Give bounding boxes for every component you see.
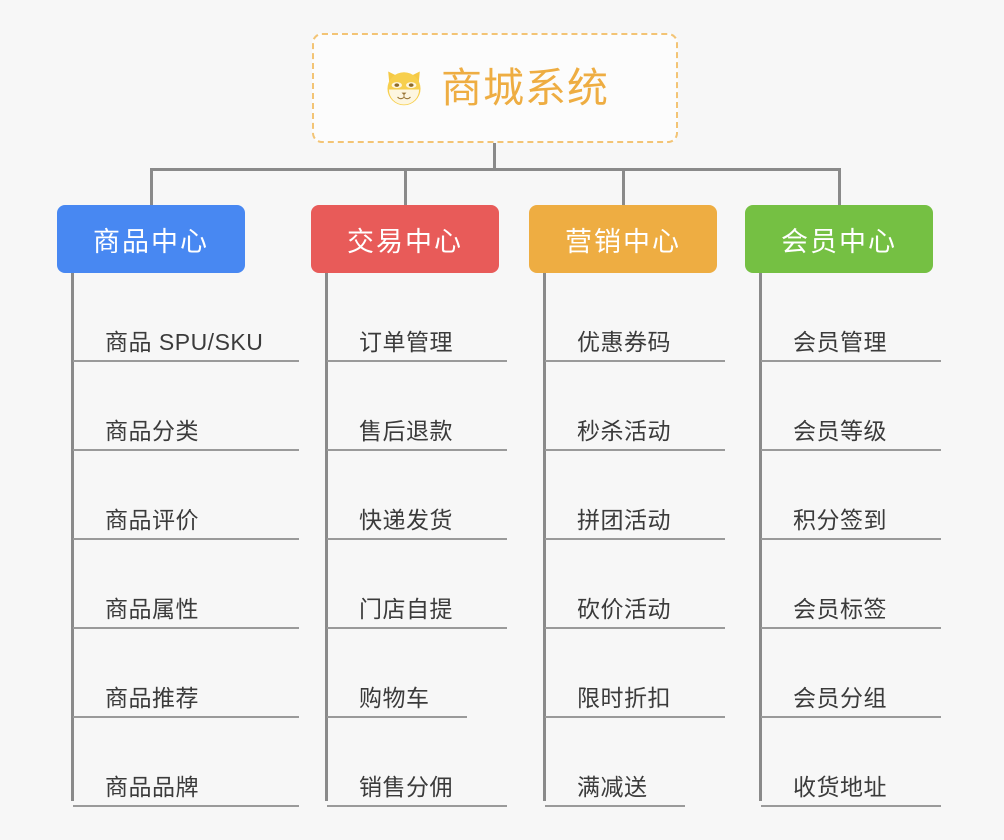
- leaf-label: 订单管理: [359, 328, 453, 355]
- leaf-list-shangpin: 商品 SPU/SKU 商品分类 商品评价 商品属性 商品推荐 商品品牌: [57, 273, 299, 807]
- leaf-item[interactable]: 销售分佣: [327, 718, 507, 807]
- leaf-label: 收货地址: [793, 773, 887, 800]
- shiba-dog-face-icon: [381, 65, 427, 111]
- category-label: 交易中心: [347, 226, 463, 257]
- connector-root-stem: [493, 143, 496, 170]
- leaf-item[interactable]: 订单管理: [327, 273, 507, 362]
- leaf-item[interactable]: 商品品牌: [73, 718, 299, 807]
- leaf-item[interactable]: 优惠券码: [545, 273, 725, 362]
- category-header-jiaoyi[interactable]: 交易中心: [311, 205, 499, 273]
- leaf-label: 商品分类: [105, 417, 199, 444]
- leaf-item[interactable]: 商品分类: [73, 362, 299, 451]
- category-header-huiyuan[interactable]: 会员中心: [745, 205, 933, 273]
- category-column-shangpin: 商品中心 商品 SPU/SKU 商品分类 商品评价 商品属性 商品推荐 商品品牌: [57, 205, 299, 807]
- leaf-label: 积分签到: [793, 506, 887, 533]
- root-title: 商城系统: [441, 64, 609, 111]
- connector-drop-2: [404, 168, 407, 208]
- leaf-label: 销售分佣: [359, 773, 453, 800]
- leaf-item[interactable]: 会员管理: [761, 273, 941, 362]
- leaf-label: 会员分组: [793, 684, 887, 711]
- leaf-label: 会员等级: [793, 417, 887, 444]
- leaf-label: 商品品牌: [105, 773, 199, 800]
- connector-spine: [759, 273, 762, 801]
- category-label: 营销中心: [565, 226, 681, 257]
- leaf-item[interactable]: 售后退款: [327, 362, 507, 451]
- leaf-label: 会员标签: [793, 595, 887, 622]
- category-header-shangpin[interactable]: 商品中心: [57, 205, 245, 273]
- root-node[interactable]: 商城系统: [312, 33, 678, 143]
- leaf-label: 优惠券码: [577, 328, 671, 355]
- leaf-item[interactable]: 商品评价: [73, 451, 299, 540]
- leaf-item[interactable]: 拼团活动: [545, 451, 725, 540]
- leaf-item[interactable]: 砍价活动: [545, 540, 725, 629]
- leaf-item[interactable]: 会员等级: [761, 362, 941, 451]
- leaf-list-yingxiao: 优惠券码 秒杀活动 拼团活动 砍价活动 限时折扣 满减送: [529, 273, 725, 807]
- connector-spine: [543, 273, 546, 801]
- leaf-label: 限时折扣: [577, 684, 671, 711]
- category-column-jiaoyi: 交易中心 订单管理 售后退款 快递发货 门店自提 购物车 销售分佣: [311, 205, 507, 807]
- leaf-list-jiaoyi: 订单管理 售后退款 快递发货 门店自提 购物车 销售分佣: [311, 273, 507, 807]
- leaf-label: 快递发货: [359, 506, 453, 533]
- category-header-yingxiao[interactable]: 营销中心: [529, 205, 717, 273]
- leaf-label: 商品评价: [105, 506, 199, 533]
- leaf-list-huiyuan: 会员管理 会员等级 积分签到 会员标签 会员分组 收货地址: [745, 273, 941, 807]
- leaf-label: 拼团活动: [577, 506, 671, 533]
- category-column-yingxiao: 营销中心 优惠券码 秒杀活动 拼团活动 砍价活动 限时折扣 满减送: [529, 205, 725, 807]
- leaf-label: 秒杀活动: [577, 417, 671, 444]
- leaf-item[interactable]: 商品推荐: [73, 629, 299, 718]
- leaf-item[interactable]: 会员分组: [761, 629, 941, 718]
- leaf-label: 商品 SPU/SKU: [105, 328, 264, 355]
- leaf-item[interactable]: 商品 SPU/SKU: [73, 273, 299, 362]
- leaf-item[interactable]: 快递发货: [327, 451, 507, 540]
- leaf-label: 购物车: [359, 684, 430, 711]
- leaf-item[interactable]: 限时折扣: [545, 629, 725, 718]
- leaf-item[interactable]: 收货地址: [761, 718, 941, 807]
- leaf-label: 满减送: [577, 773, 648, 800]
- leaf-item[interactable]: 秒杀活动: [545, 362, 725, 451]
- leaf-item[interactable]: 门店自提: [327, 540, 507, 629]
- leaf-item[interactable]: 商品属性: [73, 540, 299, 629]
- leaf-label: 门店自提: [359, 595, 453, 622]
- category-label: 商品中心: [93, 226, 209, 257]
- leaf-label: 商品推荐: [105, 684, 199, 711]
- connector-drop-1: [150, 168, 153, 208]
- leaf-label: 售后退款: [359, 417, 453, 444]
- connector-horizontal-bus: [150, 168, 840, 171]
- leaf-item[interactable]: 购物车: [327, 629, 467, 718]
- category-column-huiyuan: 会员中心 会员管理 会员等级 积分签到 会员标签 会员分组 收货地址: [745, 205, 941, 807]
- leaf-label: 商品属性: [105, 595, 199, 622]
- connector-spine: [71, 273, 74, 801]
- category-label: 会员中心: [781, 226, 897, 257]
- connector-drop-4: [838, 168, 841, 208]
- leaf-item[interactable]: 会员标签: [761, 540, 941, 629]
- leaf-label: 砍价活动: [577, 595, 671, 622]
- connector-spine: [325, 273, 328, 801]
- leaf-label: 会员管理: [793, 328, 887, 355]
- leaf-item[interactable]: 满减送: [545, 718, 685, 807]
- leaf-item[interactable]: 积分签到: [761, 451, 941, 540]
- connector-drop-3: [622, 168, 625, 208]
